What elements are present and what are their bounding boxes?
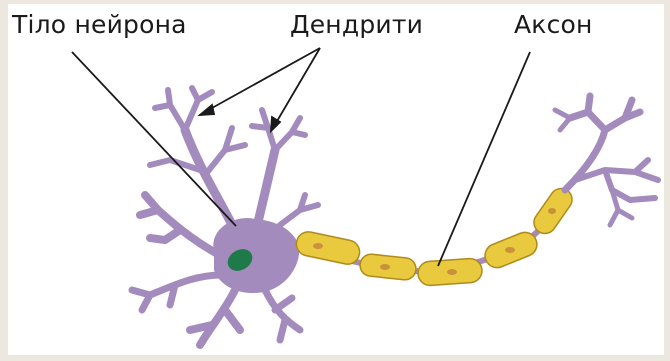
dendrite-branch [265, 290, 300, 340]
schwann-nucleus [548, 208, 556, 214]
dendrites-group [132, 88, 318, 345]
schwann-nucleus [380, 264, 390, 270]
dendrite-leader-line [273, 48, 320, 128]
soma-shape [214, 219, 298, 292]
schwann-nucleus [505, 247, 515, 253]
dendrite-branch [155, 88, 212, 130]
dendrite-branch [252, 110, 305, 150]
dendrites-label: Дендрити [290, 10, 423, 39]
myelin-segment [294, 230, 362, 267]
leader-lines-group [72, 48, 530, 266]
dendrite-arrowhead [200, 105, 214, 115]
dendrite-branch [132, 275, 222, 310]
schwann-nucleus [447, 269, 457, 275]
dendrite-branch [140, 195, 225, 258]
dendrite-branch [280, 195, 318, 225]
axon-terminal-branch [555, 110, 570, 130]
dendrite-branch [190, 290, 240, 345]
axon-terminal-branch [565, 96, 640, 190]
schwann-nucleus [313, 243, 323, 249]
axon-label: Аксон [514, 10, 593, 39]
axon-leader-line [438, 52, 530, 266]
dendrite-leader-line [203, 48, 320, 113]
soma-label: Тіло нейрона [12, 10, 187, 39]
